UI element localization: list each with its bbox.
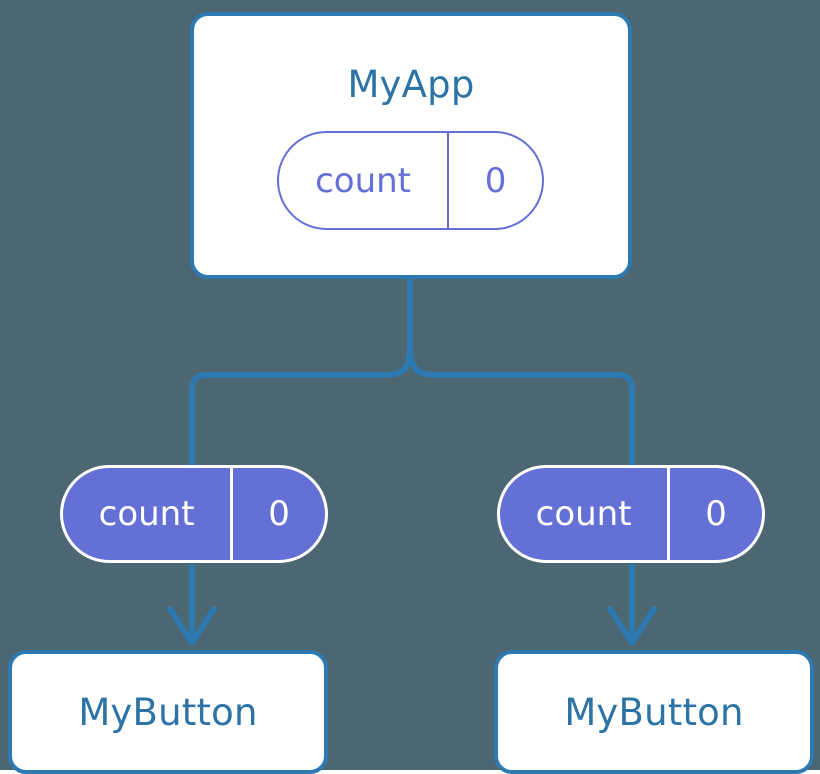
state-pill-root[interactable]: count 0 xyxy=(277,131,544,230)
connector-arrow-left-head xyxy=(167,606,217,646)
prop-pill-left-value: 0 xyxy=(230,468,325,560)
prop-pill-right-value: 0 xyxy=(667,468,762,560)
component-box-mybutton-right[interactable]: MyButton xyxy=(494,650,814,774)
component-name-mybutton-left: MyButton xyxy=(78,690,258,734)
prop-pill-left-key: count xyxy=(98,494,195,534)
connector-arrow-right-head xyxy=(607,606,657,646)
connector-branch-right xyxy=(407,344,635,465)
prop-pill-left[interactable]: count 0 xyxy=(60,465,328,563)
prop-pill-right-key: count xyxy=(535,494,632,534)
state-pill-root-key: count xyxy=(315,160,412,201)
component-name-mybutton-right: MyButton xyxy=(564,690,744,734)
connector-branch-left xyxy=(189,344,413,465)
state-pill-root-value: 0 xyxy=(447,133,542,228)
component-name-myapp: MyApp xyxy=(347,63,475,106)
prop-pill-right[interactable]: count 0 xyxy=(497,465,765,563)
component-box-mybutton-left[interactable]: MyButton xyxy=(8,650,328,774)
